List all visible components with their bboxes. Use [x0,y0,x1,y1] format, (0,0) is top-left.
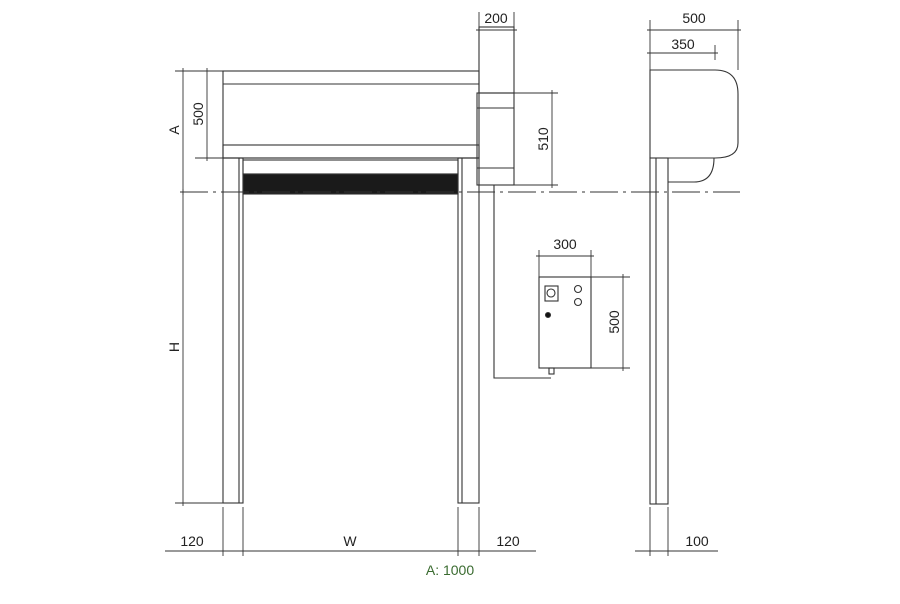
main-switch-knob [546,288,556,298]
dimension-lines [165,12,741,556]
label-side-post: 100 [685,533,709,549]
front-view [222,26,551,504]
label-h: H [166,342,182,352]
label-post-left: 120 [180,533,204,549]
side-post [649,157,669,505]
dimension-labels: 200 500 350 500 A H 510 300 500 120 W 12… [166,10,709,549]
indicator-light-icon [573,284,583,294]
cable-gland [548,367,555,375]
label-side-inner: 350 [671,36,695,52]
post-left [222,157,244,504]
label-control-height: 500 [606,310,622,334]
post-right [457,157,480,504]
motor-body [476,92,515,186]
side-view [649,69,739,505]
label-box-height: 500 [190,102,206,126]
control-box-body [538,276,592,369]
control-box [538,276,592,375]
label-post-right: 120 [496,533,520,549]
control-cable [493,185,551,379]
label-control-width: 300 [553,236,577,252]
dimension-note: A: 1000 [425,562,475,578]
curtain-bottom-bar [242,173,459,195]
label-a: A [166,125,182,135]
lintel [222,144,480,159]
main-switch-icon [544,285,559,302]
label-motor-height: 510 [535,127,551,151]
curtain-top [242,159,459,175]
key-switch-icon [544,311,552,319]
indicator-light-icon [573,297,583,307]
side-motor-bracket [668,157,715,183]
motor-top [478,26,515,94]
label-motor-width: 200 [484,10,508,26]
label-w: W [343,533,357,549]
side-housing [649,69,739,159]
label-side-depth: 500 [682,10,706,26]
